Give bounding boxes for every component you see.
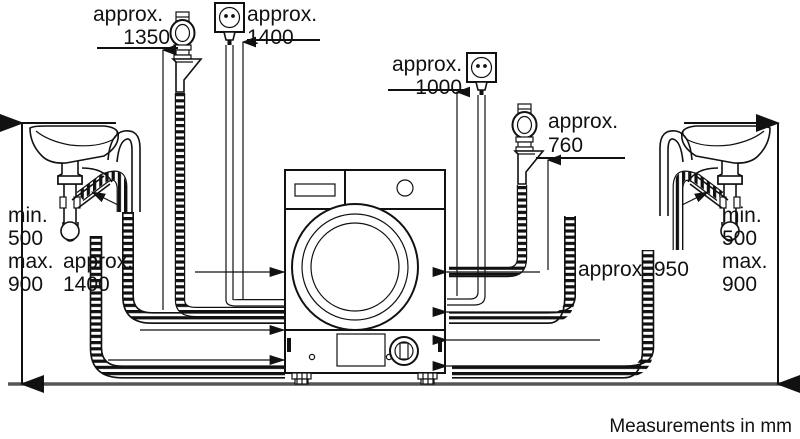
sink-right-max-label: max. xyxy=(722,250,768,273)
dimension-socket-left: approx. 1400 xyxy=(241,3,320,300)
water-tap-left xyxy=(169,11,285,318)
tap-right-value: 760 xyxy=(548,134,583,157)
socket-right-prefix: approx. xyxy=(392,53,462,76)
power-socket-right[interactable] xyxy=(447,52,497,306)
sink-left-max-value: 900 xyxy=(8,273,43,296)
measurements-caption: Measurements in mm xyxy=(609,416,792,437)
tap-left-prefix: approx. xyxy=(93,3,163,26)
drain-left-prefix: approx. xyxy=(63,250,133,273)
socket-left-prefix: approx. xyxy=(247,3,317,26)
drain-hose-left xyxy=(89,212,285,379)
sink-left-max-label: max. xyxy=(8,250,54,273)
dimension-sink-right: min. 500 max. 900 xyxy=(722,114,800,393)
connection-arrows-left xyxy=(108,266,286,366)
socket-left-value: 1400 xyxy=(247,26,294,49)
sink-left-min-value: 500 xyxy=(8,227,43,250)
sink-right-max-value: 900 xyxy=(722,273,757,296)
drain-right-label: approx. 950 xyxy=(578,258,689,281)
dimension-sink-left: min. 500 max. 900 xyxy=(0,114,54,393)
washing-machine xyxy=(284,169,446,385)
sink-left-min-label: min. xyxy=(8,204,48,227)
dimension-socket-right: approx. 1000 xyxy=(388,53,471,296)
water-tap-right xyxy=(449,103,545,278)
machine-foot-left xyxy=(291,372,312,385)
sink-basin-right xyxy=(659,122,778,250)
socket-right-value: 1000 xyxy=(415,76,462,99)
tap-right-prefix: approx. xyxy=(548,110,618,133)
power-socket-left[interactable] xyxy=(214,2,285,307)
label-drain-left: approx. 1400 xyxy=(63,250,133,296)
sink-right-min-label: min. xyxy=(722,204,762,227)
label-drain-right: approx. 950 xyxy=(578,258,689,281)
machine-foot-right xyxy=(417,372,438,385)
drain-hose-right xyxy=(449,216,655,379)
drain-left-value: 1400 xyxy=(63,273,110,296)
sink-right-min-value: 500 xyxy=(722,227,757,250)
tap-left-value: 1350 xyxy=(123,26,170,49)
dimension-tap-right: approx. 760 xyxy=(536,110,625,270)
dimension-tap-left: approx. 1350 xyxy=(93,3,178,310)
